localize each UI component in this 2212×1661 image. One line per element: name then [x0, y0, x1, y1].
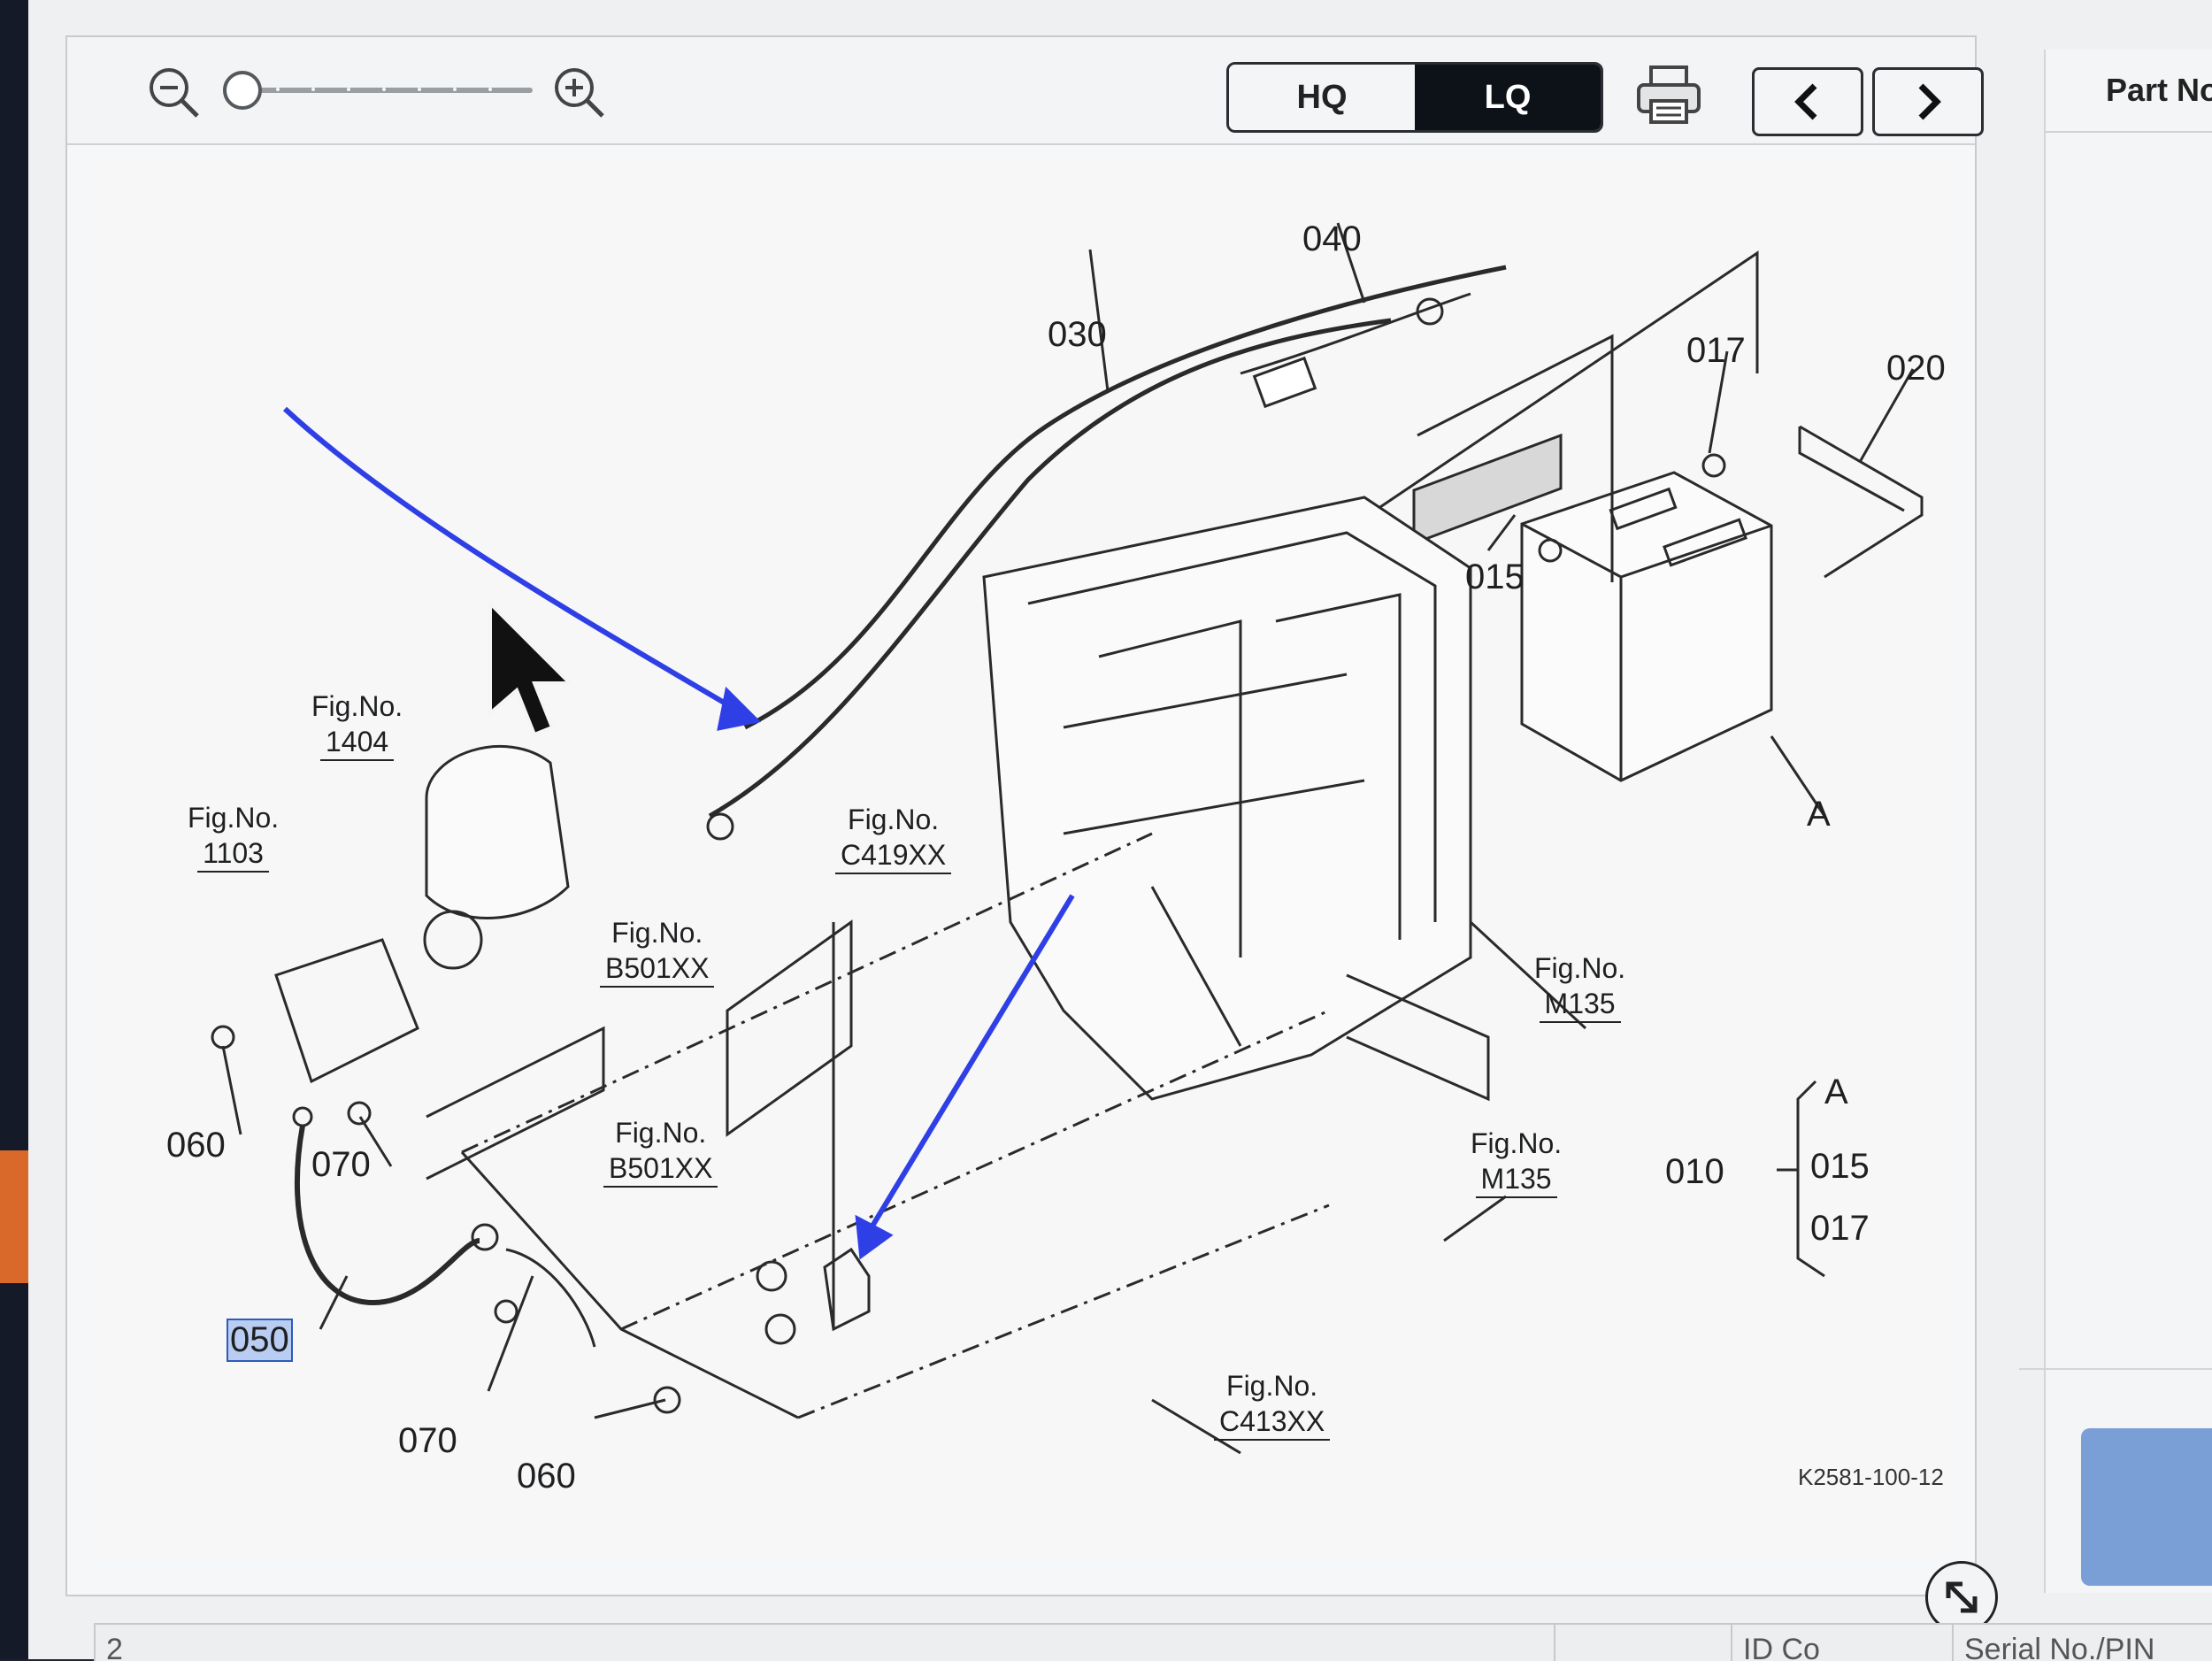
- fig-ref-m135[interactable]: Fig.No. M135: [1534, 950, 1625, 1023]
- callout-010[interactable]: 010: [1665, 1152, 1724, 1191]
- parts-viewer-screen: HQ LQ: [28, 0, 2212, 1661]
- legend-015[interactable]: 015: [1810, 1147, 1870, 1186]
- legend-017[interactable]: 017: [1810, 1209, 1870, 1248]
- callout-060[interactable]: 060: [166, 1126, 226, 1165]
- fig-ref-1103[interactable]: Fig.No. 1103: [188, 800, 279, 873]
- quality-hq-button[interactable]: HQ: [1229, 65, 1415, 130]
- callout-070-lower[interactable]: 070: [398, 1421, 457, 1460]
- next-page-button[interactable]: [1872, 67, 1984, 136]
- callout-017[interactable]: 017: [1686, 331, 1746, 370]
- fig-ref-1404[interactable]: Fig.No. 1404: [311, 688, 403, 761]
- chevron-left-icon: [1794, 83, 1817, 120]
- fig-ref-c413xx[interactable]: Fig.No. C413XX: [1214, 1368, 1331, 1441]
- drawing-number: K2581-100-12: [1798, 1464, 1944, 1490]
- zoom-in-button[interactable]: [549, 62, 611, 124]
- parts-diagram: 040 030 017 020 015 A 060 070 050 070 06…: [90, 161, 1948, 1559]
- chevron-right-icon: [1918, 83, 1941, 120]
- part-no-column-header[interactable]: Part No.: [2046, 50, 2212, 133]
- exploded-view-drawing: [211, 222, 1924, 1455]
- panel-divider: [2019, 1368, 2212, 1370]
- diagram-viewer: HQ LQ: [65, 35, 1998, 1634]
- zoom-out-icon: [150, 68, 199, 118]
- fig-ref-m135-lower[interactable]: Fig.No. M135: [1471, 1126, 1562, 1198]
- callout-030[interactable]: 030: [1048, 315, 1107, 354]
- callout-015[interactable]: 015: [1465, 558, 1525, 596]
- serial-no-pin-field[interactable]: Serial No./PIN: [1952, 1625, 2212, 1661]
- callout-060-lower[interactable]: 060: [517, 1457, 576, 1496]
- callout-070[interactable]: 070: [311, 1145, 371, 1184]
- bottom-field-2[interactable]: [1554, 1625, 1743, 1661]
- callout-040[interactable]: 040: [1302, 219, 1362, 258]
- fig-ref-b501xx-lower[interactable]: Fig.No. B501XX: [603, 1115, 718, 1188]
- printer-icon: [1637, 65, 1701, 124]
- quality-lq-button[interactable]: LQ: [1415, 65, 1601, 130]
- background-window-edge: [0, 1150, 28, 1283]
- callout-020[interactable]: 020: [1886, 349, 1946, 388]
- panel-action-button[interactable]: [2081, 1428, 2212, 1586]
- fig-ref-c419xx[interactable]: Fig.No. C419XX: [835, 802, 952, 874]
- callout-050-selected[interactable]: 050: [227, 1319, 293, 1362]
- monitor-bezel: [0, 0, 28, 1659]
- zoom-out-button[interactable]: [143, 62, 205, 124]
- expand-icon: [1946, 1581, 1978, 1613]
- print-button[interactable]: [1633, 62, 1704, 127]
- viewer-toolbar: HQ LQ: [67, 37, 1984, 145]
- id-code-field[interactable]: ID Co: [1731, 1625, 1964, 1661]
- mouse-pointer-icon: [488, 599, 574, 737]
- fig-ref-b501xx[interactable]: Fig.No. B501XX: [600, 915, 715, 988]
- part-list-panel: Part No.: [2019, 50, 2212, 1593]
- zoom-slider[interactable]: [223, 71, 533, 110]
- search-fields-bar: 2 ID Co Serial No./PIN Ma: [94, 1623, 2212, 1661]
- zoom-slider-handle[interactable]: [223, 71, 262, 110]
- bottom-field-1[interactable]: 2: [94, 1625, 460, 1661]
- zoom-in-icon: [555, 68, 604, 118]
- legend-a: A: [1824, 1073, 1848, 1111]
- quality-toggle: HQ LQ: [1226, 62, 1603, 133]
- previous-page-button[interactable]: [1752, 67, 1863, 136]
- fullscreen-button[interactable]: [1925, 1561, 1998, 1634]
- reference-point-a: A: [1807, 795, 1831, 834]
